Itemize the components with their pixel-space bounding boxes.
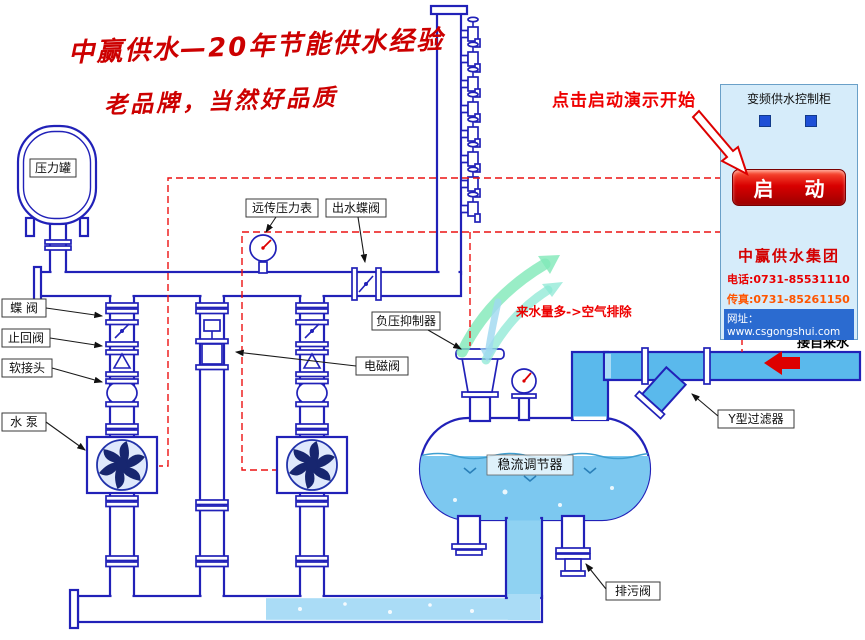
- cabinet-title: 变频供水控制柜: [746, 92, 831, 106]
- inlet-piping: [570, 347, 862, 422]
- vacuum-breaker: [455, 348, 505, 423]
- pump-train-1: [87, 302, 157, 568]
- vacuum-breaker-label: 负压抑制器: [371, 311, 462, 350]
- pump-1: [87, 437, 157, 493]
- butterfly-valve-label: 蝶 阀: [1, 298, 104, 319]
- soft-joint-label: 软接头: [1, 358, 104, 384]
- y-strainer: [634, 347, 711, 420]
- header-end-flange: [32, 265, 43, 303]
- svg-text:止回阀: 止回阀: [8, 331, 44, 345]
- drain-valve: [555, 514, 591, 577]
- diagram-labels: 压力罐 蝶 阀 止回阀 软接头 水 泵 远传压力表 出: [1, 158, 850, 601]
- website-link[interactable]: 网址：www.csgongshui.com: [724, 309, 854, 340]
- solenoid-valve: [201, 343, 223, 365]
- svg-text:软接头: 软接头: [9, 360, 45, 375]
- svg-text:排污阀: 排污阀: [615, 584, 651, 598]
- fax-number: 传真:0731-85261150: [727, 293, 850, 306]
- remote-gauge-label: 远传压力表: [245, 198, 319, 233]
- svg-text:远传压力表: 远传压力表: [252, 200, 312, 215]
- air-note-label: 来水量多->空气排除: [515, 304, 632, 319]
- svg-text:电磁阀: 电磁阀: [364, 358, 400, 373]
- indicator-light-2: [805, 115, 817, 127]
- flow-tank-label: 稳流调节器: [486, 454, 574, 476]
- svg-text:蝶 阀: 蝶 阀: [10, 300, 38, 315]
- y-filter-label: Y型过滤器: [691, 393, 795, 429]
- demo-hint-text: 点击启动演示开始: [552, 91, 696, 111]
- svg-text:水 泵: 水 泵: [10, 415, 38, 429]
- svg-text:Y型过滤器: Y型过滤器: [727, 412, 783, 426]
- start-button[interactable]: 启 动: [732, 169, 846, 206]
- indicator-light-1: [759, 115, 771, 127]
- pump-train-2: [277, 302, 347, 568]
- check-valve-label: 止回阀: [1, 328, 104, 349]
- water-pump-label: 水 泵: [1, 412, 86, 451]
- tank-suction-riser: [504, 516, 544, 600]
- riser-top-cap: [429, 4, 469, 16]
- tank-pressure-gauge: [511, 368, 537, 422]
- svg-text:负压抑制器: 负压抑制器: [376, 313, 436, 328]
- outlet-butterfly-valve: [351, 267, 382, 301]
- svg-text:压力罐: 压力罐: [35, 161, 71, 175]
- pressure-tank-label: 压力罐: [29, 158, 77, 178]
- faucet-row: [460, 16, 481, 223]
- suction-end-flange: [68, 588, 80, 630]
- svg-text:稳流调节器: 稳流调节器: [497, 457, 562, 473]
- faucet: [460, 191, 481, 223]
- control-cabinet: 变频供水控制柜 启 动 中赢供水集团 电话:0731-85531110 传真:0…: [720, 84, 858, 340]
- suction-pipe-water: [266, 598, 540, 620]
- outlet-header-pipe: [38, 270, 463, 298]
- phone-number: 电话:0731-85531110: [727, 273, 850, 286]
- solenoid-train: [195, 302, 229, 568]
- air-flow-arrows: [456, 255, 563, 365]
- outlet-valve-label: 出水蝶阀: [325, 198, 387, 264]
- company-name: 中赢供水集团: [737, 247, 840, 265]
- svg-text:出水蝶阀: 出水蝶阀: [332, 200, 380, 215]
- remote-pressure-gauge: [249, 234, 277, 274]
- solenoid-valve-label: 电磁阀: [234, 349, 409, 376]
- tank-bottom-nozzle: [451, 514, 487, 556]
- drain-valve-label: 排污阀: [585, 563, 661, 601]
- pump-2: [277, 437, 347, 493]
- inlet-flow-arrow: [764, 351, 800, 375]
- tank-inlet-drop-pipe: [570, 350, 610, 422]
